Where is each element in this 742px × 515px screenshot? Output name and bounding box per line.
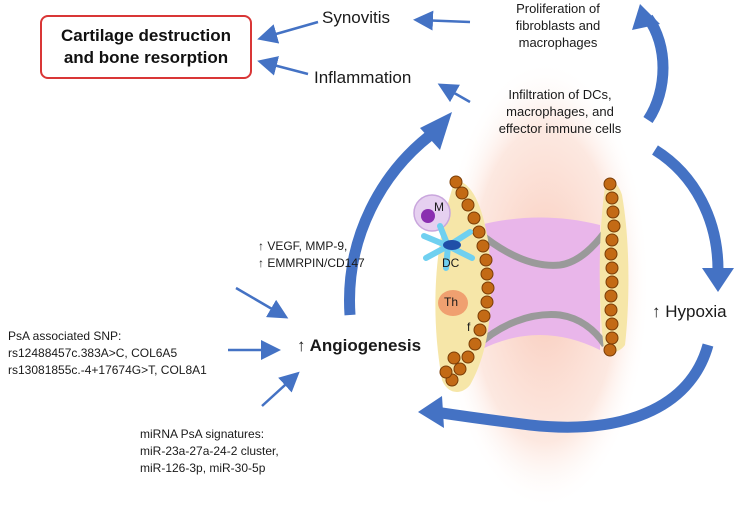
arrow-inflammation-to-box (257, 56, 309, 76)
arrowhead-bottom (418, 396, 444, 428)
arrowhead-hypoxia (702, 268, 734, 292)
proliferation-label: Proliferation of fibroblasts and macroph… (515, 1, 601, 50)
arrowhead-infiltration (420, 112, 452, 150)
th-label: Th (444, 295, 459, 309)
arrow-angiogenesis-to-infiltration (344, 123, 444, 316)
arrow-vegf-to-angiogenesis (235, 286, 289, 319)
inflammation-label: Inflammation (314, 68, 412, 87)
hypoxia-label: ↑ Hypoxia (652, 302, 727, 321)
infiltration-label: Infiltration of DCs, macrophages, and ef… (498, 87, 622, 136)
dc-label: DC (442, 256, 460, 270)
cycle-arrows (344, 14, 724, 433)
mirna-factors: miRNA PsA signatures: miR-23a-27a-24-2 c… (140, 427, 279, 475)
arrow-proliferation-to-synovitis (413, 10, 471, 31)
arrow-infiltration-to-inflammation (437, 83, 471, 104)
synovitis-label: Synovitis (322, 8, 391, 27)
synovial-cell-chain-left (439, 175, 495, 387)
snp-factors: PsA associated SNP: rs12488457c.383A>C, … (8, 329, 207, 377)
arrow-mirna-to-angiogenesis (261, 371, 300, 407)
arrow-synovitis-to-box (257, 20, 319, 44)
synovial-cell-chain-right (603, 177, 621, 357)
arrow-hypoxia-to-bottom (434, 343, 714, 433)
cartilage-top (475, 229, 608, 269)
thin-arrows (228, 10, 471, 407)
cartilage-bottom (475, 311, 608, 348)
macrophage-label: M (434, 200, 444, 214)
angiogenesis-label: ↑ Angiogenesis (297, 336, 422, 355)
fibroblast-label: f (467, 320, 471, 334)
arrowhead-top-right (632, 4, 660, 30)
arrow-to-hypoxia (652, 145, 724, 271)
vegf-factors: ↑ VEGF, MMP-9, ↑ EMMRPIN/CD147 (258, 239, 365, 270)
th-cell (438, 290, 468, 316)
macrophage-nucleus (421, 209, 435, 223)
arrow-top-right-loop (643, 14, 669, 124)
outcome-box: Cartilage destruction and bone resorptio… (40, 15, 252, 79)
dendritic-cell-nucleus (443, 240, 461, 250)
